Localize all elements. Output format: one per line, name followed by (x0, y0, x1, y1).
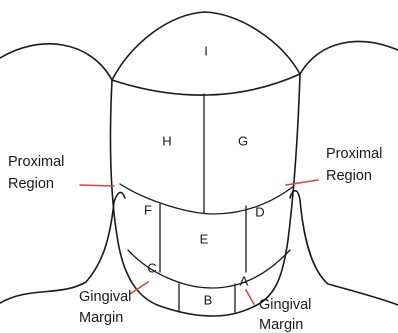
crown-outline-right (212, 74, 300, 316)
incisal-boundary-line (112, 74, 300, 95)
gingival-margin-right-leader (246, 290, 254, 304)
zone-label-g: G (238, 133, 248, 148)
zone-label-h: H (162, 133, 171, 148)
gingival-margin-right-label: Gingival Margin (259, 297, 315, 333)
proximal-region-right-label: Proximal Region (326, 146, 386, 184)
proximal-region-left-leader (80, 185, 114, 186)
zone-label-c: C (147, 260, 156, 275)
gingival-margin-left-label: Gingival Margin (79, 289, 135, 326)
adjacent-tooth-right-outline (300, 42, 398, 74)
gum-contour-right (290, 191, 398, 305)
zone-label-f: F (144, 202, 152, 217)
proximal-region-right-leader (286, 180, 318, 185)
zone-label-i: I (204, 43, 208, 58)
zone-label-e: E (200, 231, 209, 246)
proximal-region-left-label: Proximal Region (8, 154, 68, 192)
zone-label-d: D (255, 204, 264, 219)
adjacent-tooth-left-outline (0, 44, 112, 80)
gum-contour-left (0, 192, 125, 303)
zone-label-a: A (240, 273, 249, 288)
zone-label-b: B (204, 292, 213, 307)
